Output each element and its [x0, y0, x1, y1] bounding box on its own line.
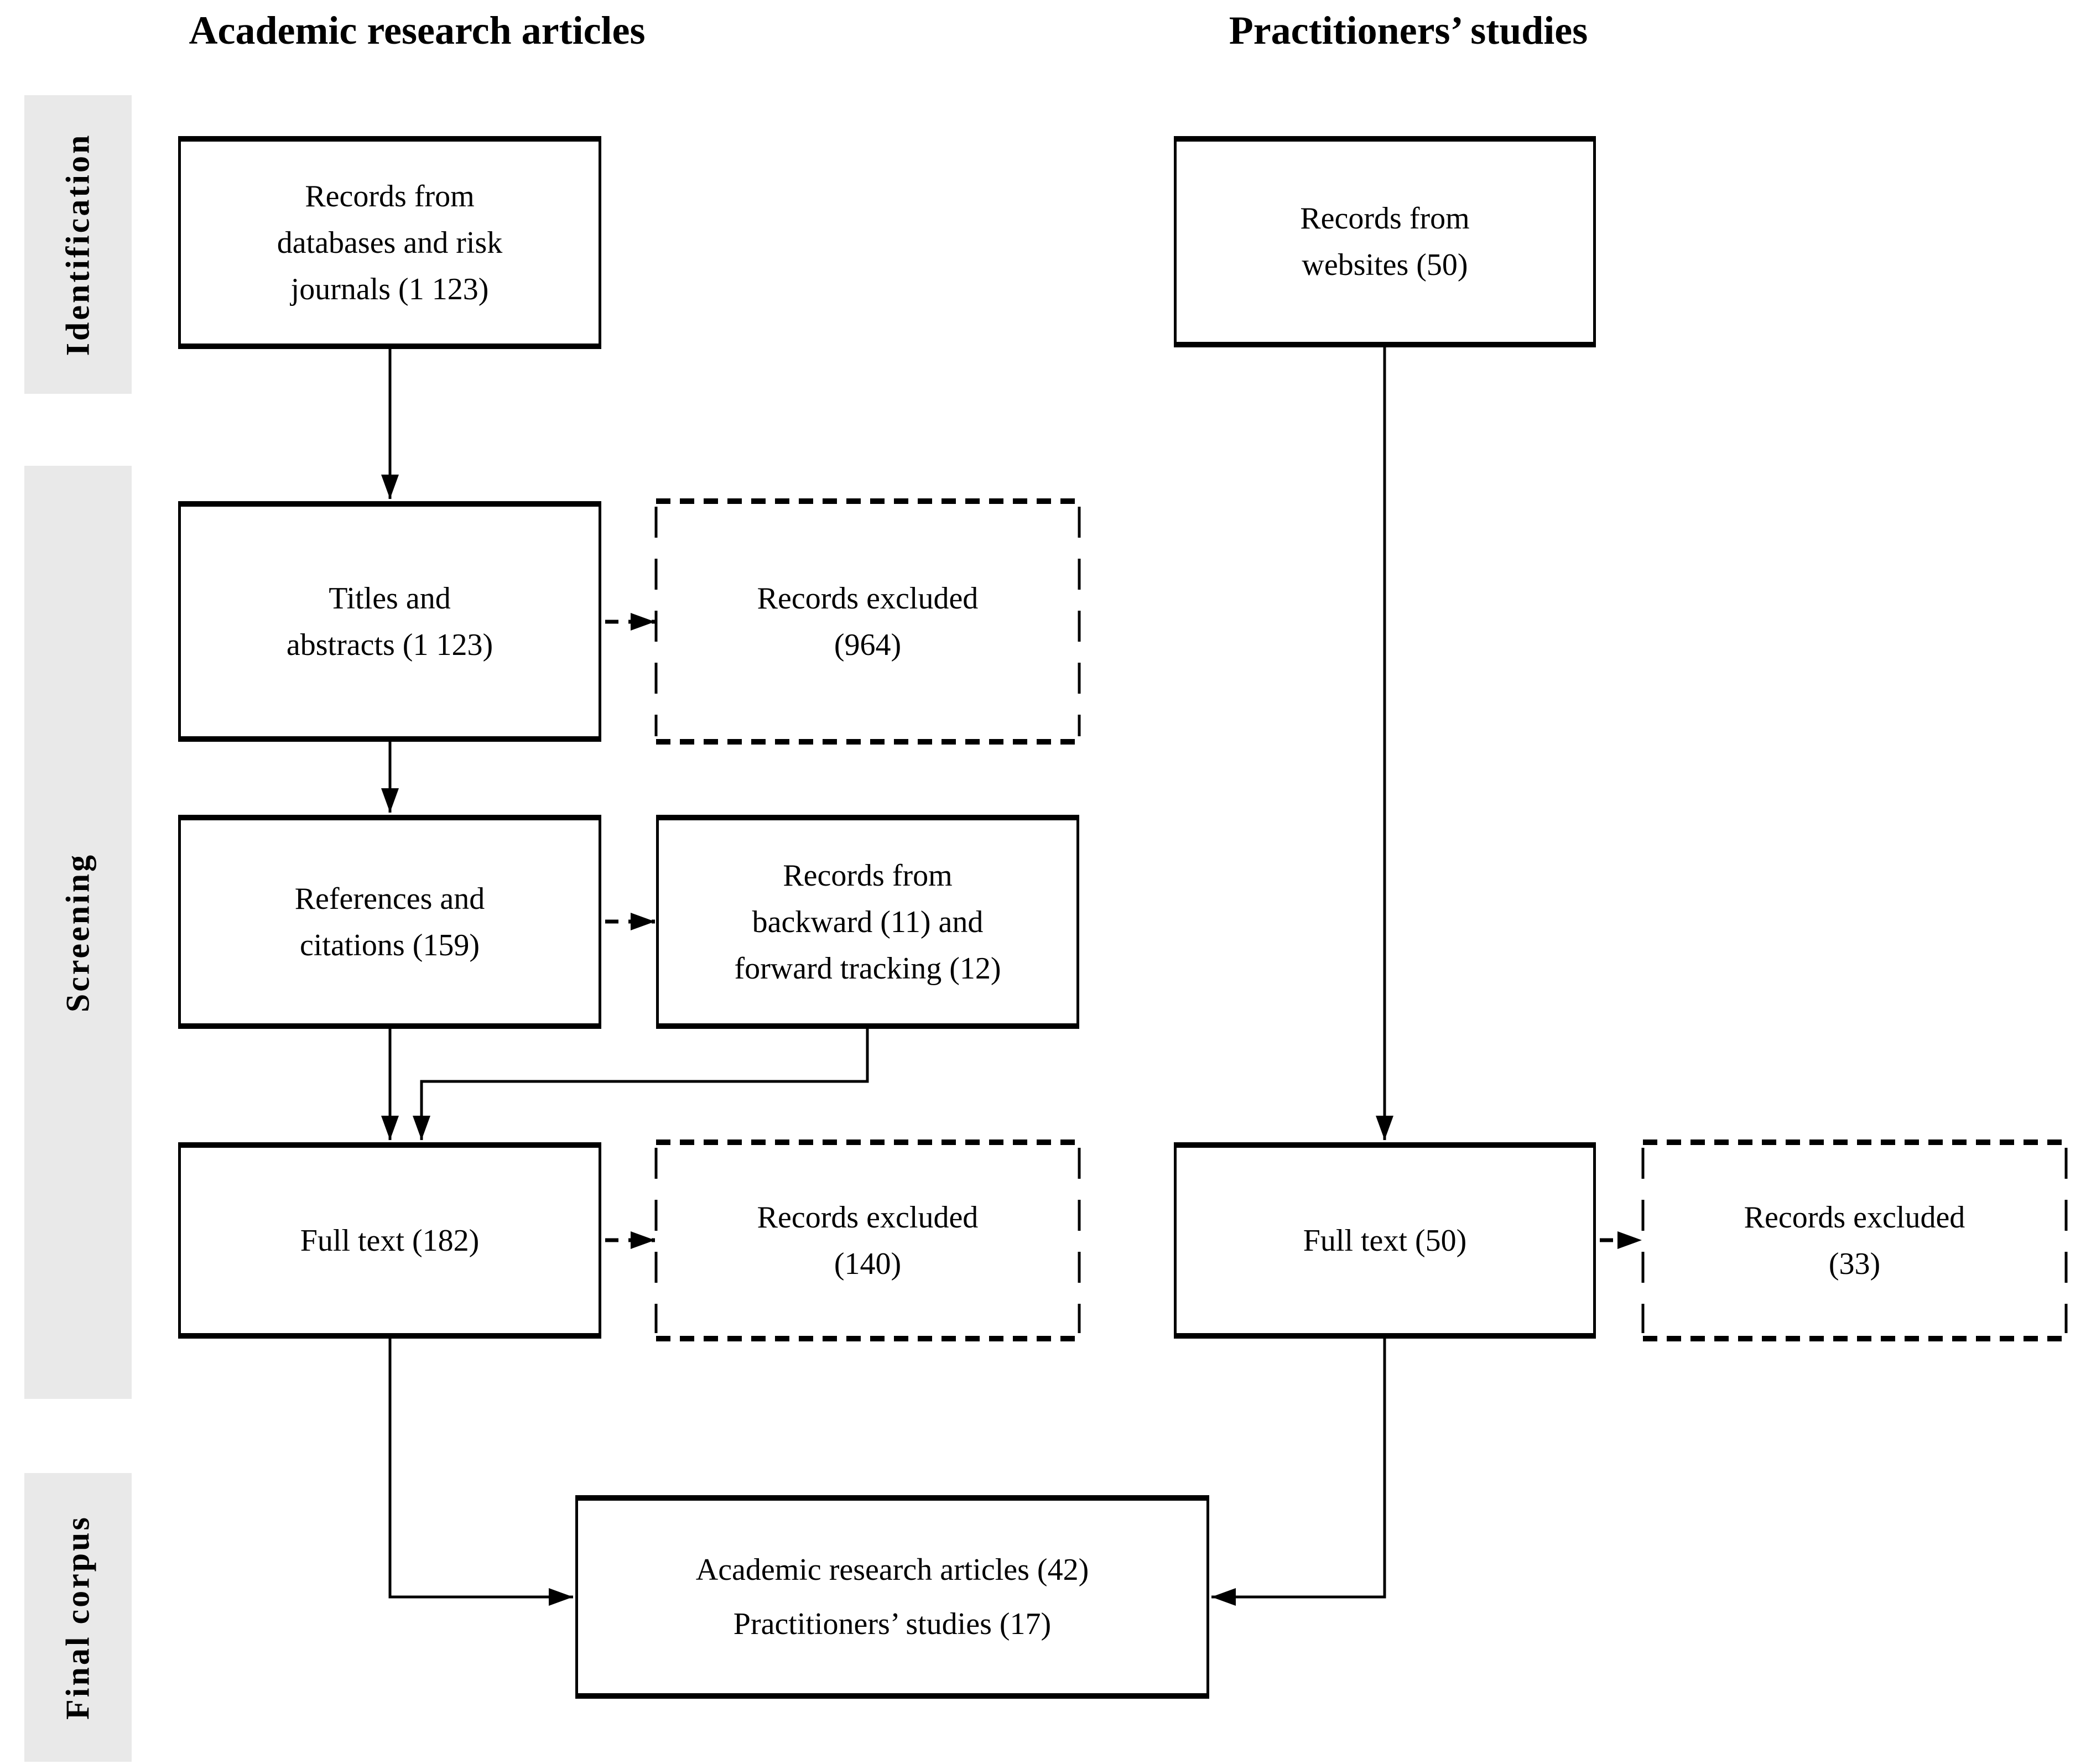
box-text-line: Practitioners’ studies (17) [733, 1607, 1052, 1641]
box-text-line: Records from [305, 179, 475, 214]
box-text-line: (140) [834, 1246, 902, 1281]
arrow-full-text-academic-to-final [388, 1339, 573, 1606]
box-full-text-academic: Full text (182) [178, 1142, 601, 1339]
stage-label-screening: Screening [59, 852, 96, 1012]
box-text-line: References and [294, 881, 485, 916]
box-text-line: (33) [1828, 1246, 1881, 1281]
box-text-line: Records excluded [757, 581, 979, 616]
box-records-excluded-33: Records excluded (33) [1643, 1142, 2066, 1339]
box-text-line: Academic research articles (42) [695, 1553, 1089, 1587]
stage-band-screening: Screening [24, 466, 132, 1399]
box-text-line: (964) [834, 627, 902, 662]
box-text-line: websites (50) [1302, 248, 1468, 282]
arrow-full-text-practitioners-to-final [1211, 1339, 1386, 1606]
stage-band-final-corpus: Final corpus [24, 1473, 132, 1762]
stage-label-final-corpus: Final corpus [59, 1515, 96, 1720]
box-text-line: forward tracking (12) [734, 951, 1001, 986]
column-header-academic: Academic research articles [189, 8, 646, 53]
box-records-excluded-964: Records excluded (964) [656, 501, 1079, 742]
box-text-line: journals (1 123) [290, 272, 489, 306]
box-text-line: backward (11) and [752, 904, 984, 939]
stage-label-identification: Identification [59, 133, 96, 356]
box-titles-abstracts: Titles and abstracts (1 123) [178, 501, 601, 742]
box-full-text-practitioners: Full text (50) [1174, 1142, 1596, 1339]
column-header-practitioners: Practitioners’ studies [1229, 8, 1588, 53]
box-text-line: Records excluded [757, 1200, 979, 1235]
box-text-line: Records from [783, 858, 953, 893]
box-text-line: Full text (182) [300, 1223, 480, 1258]
box-text-line: databases and risk [277, 225, 503, 260]
box-text-line: abstracts (1 123) [286, 627, 493, 662]
box-records-websites: Records from websites (50) [1174, 136, 1596, 347]
box-text-line: Full text (50) [1303, 1223, 1467, 1258]
stage-band-identification: Identification [24, 95, 132, 394]
box-references-citations: References and citations (159) [178, 815, 601, 1029]
box-final-corpus: Academic research articles (42) Practiti… [575, 1495, 1209, 1699]
box-records-databases: Records from databases and risk journals… [178, 136, 601, 349]
box-text-line: citations (159) [299, 928, 480, 962]
arrow-tracking-to-full-text [413, 1029, 869, 1140]
box-text-line: Titles and [329, 581, 451, 616]
box-backward-forward-tracking: Records from backward (11) and forward t… [656, 815, 1079, 1029]
box-text-line: Records excluded [1744, 1200, 1965, 1235]
box-text-line: Records from [1300, 201, 1470, 236]
box-records-excluded-140: Records excluded (140) [656, 1142, 1079, 1339]
